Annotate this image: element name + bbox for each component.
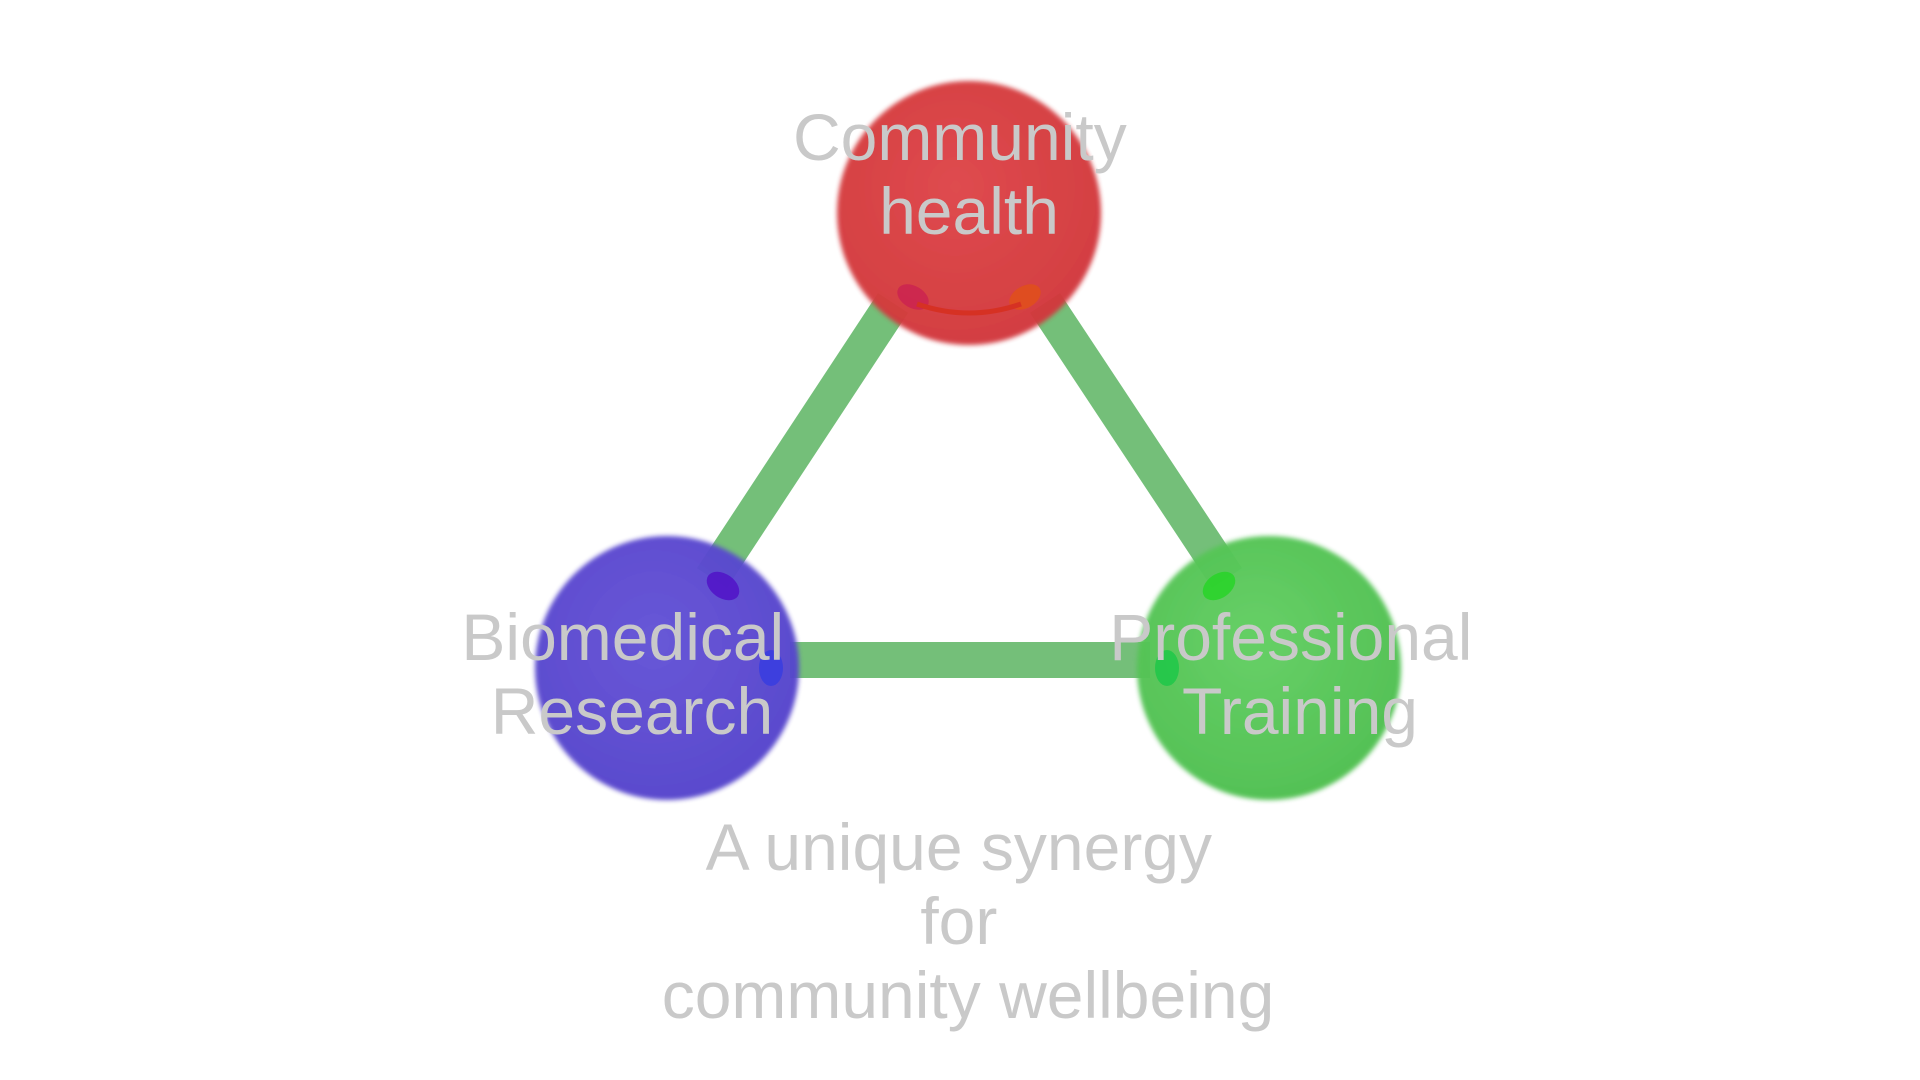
- tagline-line2: for: [920, 884, 997, 958]
- biomedical-research-line1: Biomedical: [461, 600, 784, 674]
- tagline-line1: A unique synergy: [706, 810, 1212, 884]
- professional-training-label: Professional Training: [1109, 600, 1491, 748]
- cap-training-top: [1202, 571, 1236, 601]
- cap-research-top: [706, 571, 740, 601]
- professional-training-node: [1137, 536, 1401, 800]
- cap-training-left: [1155, 650, 1179, 686]
- connector-community-training: [1029, 293, 1243, 588]
- community-health-line2: health: [879, 174, 1059, 248]
- biomedical-research-node: [535, 536, 799, 800]
- biomedical-research-line2: Research: [491, 674, 773, 748]
- community-health-node: [837, 81, 1101, 345]
- cap-community-arc: [916, 301, 1022, 316]
- tagline: A unique synergy for community wellbeing: [662, 810, 1275, 1032]
- connector-caps: [706, 284, 1236, 686]
- professional-training-line1: Professional: [1109, 600, 1472, 674]
- cap-research-right: [759, 650, 783, 686]
- biomedical-research-label: Biomedical Research: [461, 600, 802, 748]
- community-health-label: Community health: [793, 100, 1145, 248]
- professional-training-line2: Training: [1182, 674, 1418, 748]
- community-health-line1: Community: [793, 100, 1127, 174]
- connectors: [696, 293, 1243, 678]
- tagline-line3: community wellbeing: [662, 958, 1275, 1032]
- connector-community-research: [696, 293, 909, 588]
